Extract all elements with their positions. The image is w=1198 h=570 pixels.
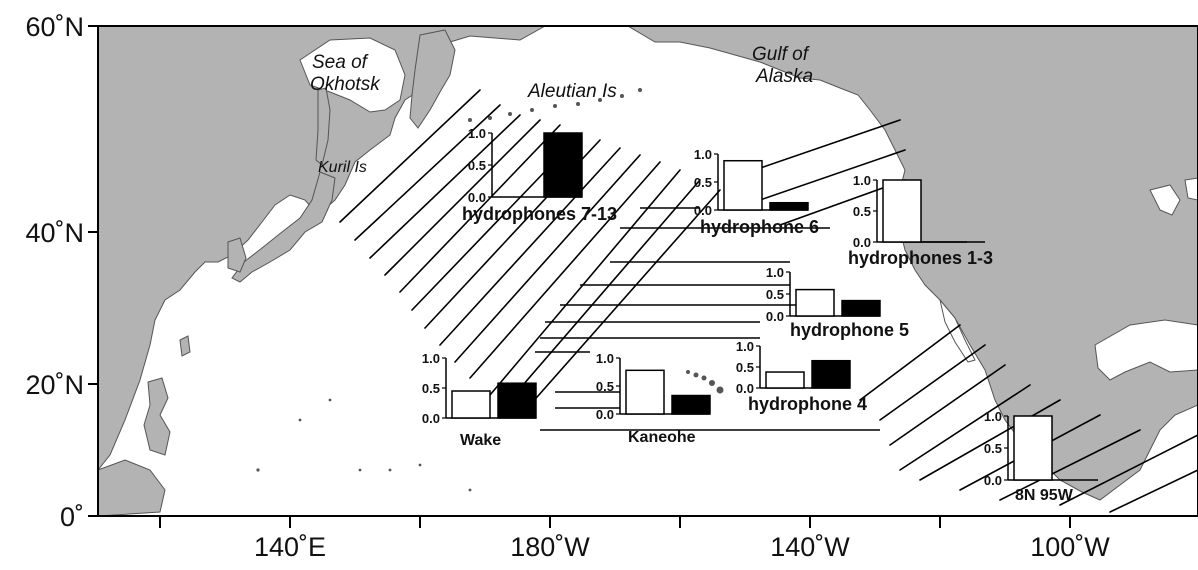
inset-label-wake: Wake: [460, 432, 501, 449]
pacific-islands: [256, 398, 472, 492]
lon-label-140e: 140˚E: [254, 532, 326, 562]
korea: [227, 237, 247, 273]
inset-tick-label: 1.0: [853, 173, 871, 188]
inset-tick-label: 1.0: [422, 351, 440, 366]
taiwan: [179, 335, 191, 357]
inset-tick-label: 0.0: [736, 381, 754, 396]
gulf-of-california: [939, 299, 976, 363]
inset-tick-label: 0.5: [422, 381, 440, 396]
sakhalin: [315, 87, 331, 166]
inset-label-hydrophone-4: hydrophone 4: [748, 394, 867, 414]
map-frame: [97, 25, 1198, 517]
inset-8n-95w: 1.0 0.5 0.0 8N 95W: [984, 409, 1098, 504]
inset-tick-label: 0.0: [766, 309, 784, 324]
inset-tick-label: 0.0: [468, 190, 486, 205]
bar-black-kaneohe: [671, 394, 711, 415]
north-america: [626, 25, 1198, 501]
inset-tick-label: 1.0: [694, 147, 712, 162]
lon-label-140w: 140˚W: [770, 532, 850, 562]
lon-label-180w: 180˚W: [510, 532, 590, 562]
inset-label-8n-95w: 8N 95W: [1015, 487, 1074, 504]
lat-label-40n: 40˚N: [25, 218, 84, 248]
lat-labels: 60˚N 40˚N 20˚N 0˚: [25, 12, 84, 532]
lat-label-60n: 60˚N: [25, 12, 84, 42]
lon-labels: 140˚E 180˚W 140˚W 100˚W: [254, 532, 1110, 562]
inset-tick-label: 0.5: [766, 287, 784, 302]
inset-tick-label: 0.0: [596, 407, 614, 422]
bar-white-hydrophones-1-3: [882, 179, 922, 243]
bar-black-hydrophone-6: [769, 201, 809, 211]
inset-tick-label: 0.5: [736, 360, 754, 375]
gulf-of-mexico: [1094, 319, 1198, 381]
lat-label-20n: 20˚N: [25, 370, 84, 400]
lon-label-100w: 100˚W: [1030, 532, 1110, 562]
inset-tick-label: 1.0: [766, 265, 784, 280]
inset-tick-label: 1.0: [984, 409, 1002, 424]
gulf-of-alaska-label-1: Gulf of: [752, 44, 810, 65]
place-labels: Sea of Okhotsk Kuril Is Aleutian Is Gulf…: [310, 44, 813, 176]
bar-white-kaneohe: [625, 369, 665, 415]
bar-white-hydrophone-5: [795, 288, 835, 317]
bar-black-wake: [497, 382, 537, 419]
inset-tick-label: 0.0: [853, 235, 871, 250]
inset-label-hydrophone-5: hydrophone 5: [790, 320, 909, 340]
bar-black-hydrophone-4: [811, 359, 851, 389]
inset-tick-label: 0.5: [694, 175, 712, 190]
inset-tick-label: 0.5: [596, 379, 614, 394]
bar-white-hydrophone-6: [723, 159, 763, 211]
inset-tick-label: 0.5: [984, 441, 1002, 456]
aleutian-label: Aleutian Is: [527, 81, 617, 102]
bar-white-8n-95w: [1013, 415, 1053, 481]
inset-tick-label: 1.0: [596, 351, 614, 366]
inset-tick-label: 0.5: [468, 158, 486, 173]
inset-label-hydrophones-7-13: hydrophones 7-13: [462, 204, 617, 224]
inset-label-kaneohe: Kaneohe: [628, 429, 696, 446]
aleutian-chain: [468, 88, 642, 122]
lat-label-0: 0˚: [60, 502, 84, 532]
philippines: [143, 377, 171, 456]
inset-tick-label: 0.5: [853, 204, 871, 219]
lat-ticks: [88, 25, 98, 517]
inset-tick-label: 1.0: [468, 126, 486, 141]
land-masses: [97, 25, 1198, 517]
inset-tick-label: 1.0: [736, 339, 754, 354]
inset-hydrophone-5: 1.0 0.5 0.0 hydrophone 5: [766, 265, 909, 340]
sea-of-okhotsk-label-1: Sea of: [312, 52, 369, 73]
bar-white-wake: [451, 390, 491, 419]
inset-tick-label: 0.0: [984, 473, 1002, 488]
japan: [231, 171, 336, 283]
hatching: [339, 89, 1198, 513]
hawaiian-islands: [686, 370, 724, 394]
great-lakes: [1149, 177, 1198, 216]
bar-black-hydrophone-5: [841, 299, 881, 317]
bar-black-hydrophones-7-13: [543, 132, 583, 198]
sea-of-okhotsk-label-2: Okhotsk: [310, 74, 381, 95]
bar-white-hydrophone-4: [765, 371, 805, 389]
kamchatka: [409, 29, 456, 129]
inset-tick-label: 0.0: [694, 203, 712, 218]
kuril-label: Kuril Is: [318, 159, 367, 176]
inset-label-hydrophones-1-3: hydrophones 1-3: [848, 248, 993, 268]
inset-tick-label: 0.0: [422, 411, 440, 426]
inset-label-hydrophone-6: hydrophone 6: [700, 217, 819, 237]
leader-lines: [535, 207, 985, 431]
lon-ticks: [159, 516, 1071, 528]
gulf-of-alaska-label-2: Alaska: [755, 66, 813, 87]
